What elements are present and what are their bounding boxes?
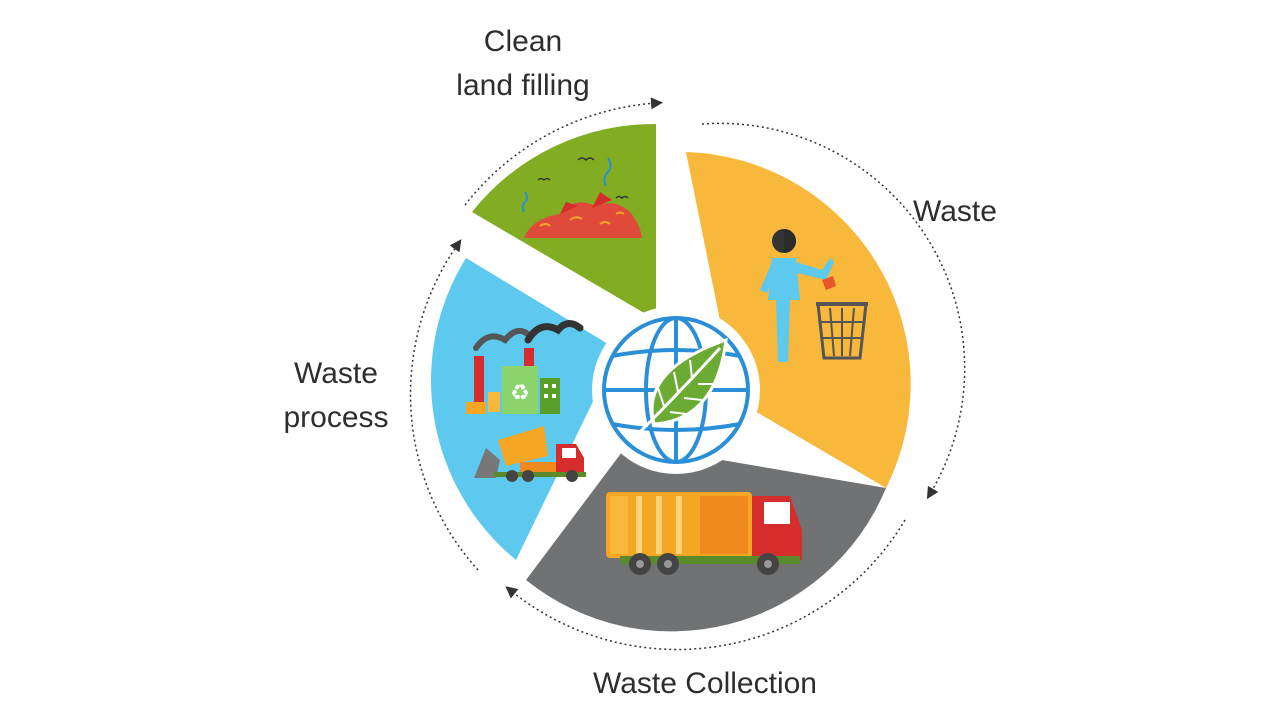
- label-line: Waste Collection: [593, 667, 817, 700]
- landfill-icon: [521, 157, 642, 238]
- sector-waste: [686, 152, 911, 488]
- label-waste-process: Waste process: [283, 352, 388, 440]
- label-line: Clean: [483, 25, 563, 58]
- label-line: land filling: [456, 69, 590, 102]
- svg-text:♻: ♻: [510, 381, 530, 406]
- label-line: Waste: [913, 195, 997, 228]
- recycling-factory-icon: ♻: [466, 320, 586, 482]
- person-throwing-trash-icon: [760, 229, 868, 362]
- garbage-truck-icon: [606, 492, 802, 575]
- label-waste: Waste: [913, 190, 997, 234]
- label-clean-land-filling: Clean land filling: [456, 20, 589, 108]
- arrow-process-to-landfill: [409, 239, 479, 571]
- label-waste-collection: Waste Collection: [593, 662, 817, 706]
- label-line: Waste: [294, 357, 378, 390]
- arrow-waste-to-collection: [701, 122, 966, 500]
- globe-leaf-icon: [592, 306, 760, 474]
- label-line: process: [283, 401, 389, 434]
- arrow-landfill-to-waste: [464, 97, 663, 206]
